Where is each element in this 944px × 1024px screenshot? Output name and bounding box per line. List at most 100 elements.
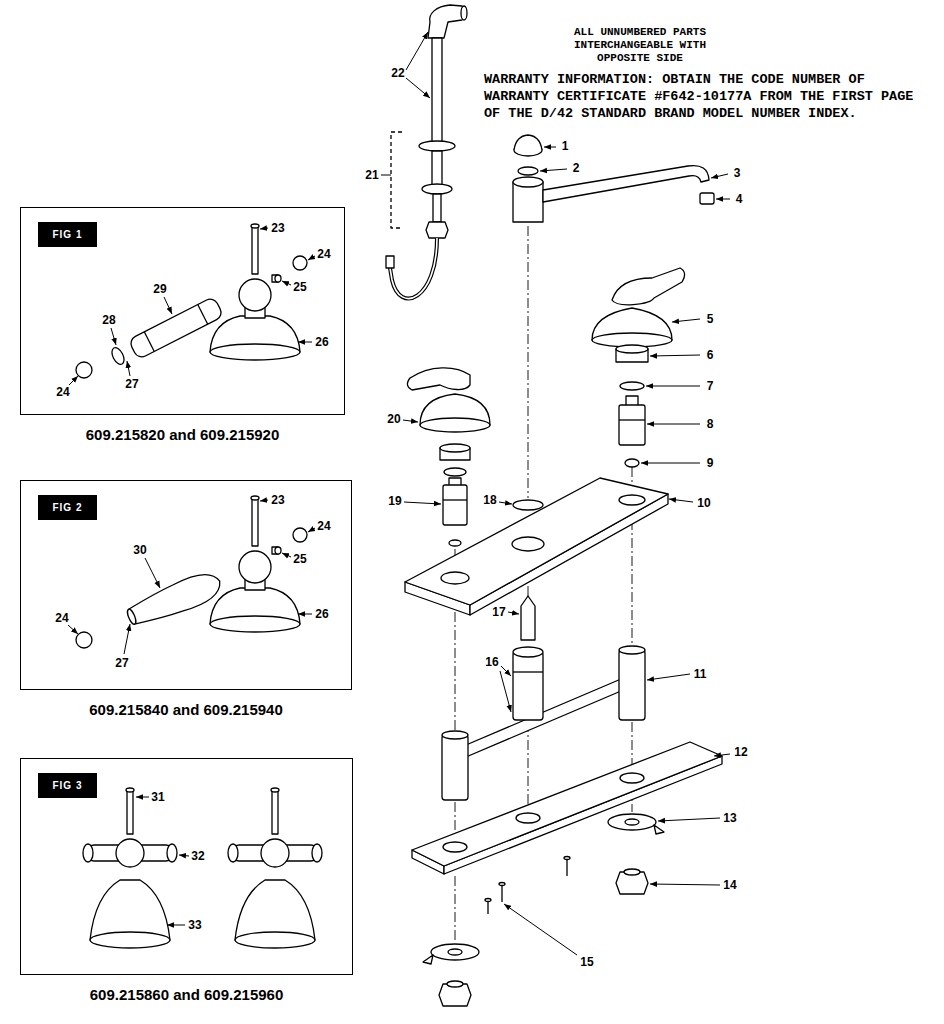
center-line <box>632 722 633 770</box>
callout-number: 24 <box>316 519 331 533</box>
spout <box>543 166 709 202</box>
valve-body <box>513 652 543 720</box>
base-plate <box>412 742 722 874</box>
figure-tab: FIG 2 <box>38 495 97 520</box>
leader-line <box>298 614 312 615</box>
sprayer <box>386 256 394 268</box>
callout-number: 2 <box>572 161 581 175</box>
o-ring <box>513 500 543 510</box>
gasket-nut <box>423 955 433 964</box>
model-caption: 609.215820 and 609.215920 <box>21 426 344 443</box>
sprayer <box>386 5 467 299</box>
callout-number: 16 <box>484 655 499 669</box>
callout-number: 20 <box>386 412 401 426</box>
callout-number: 24 <box>55 385 70 399</box>
handle-detail <box>144 332 154 352</box>
spout <box>513 135 714 222</box>
figure-tab: FIG 3 <box>38 773 97 798</box>
callout-number: 6 <box>706 348 715 362</box>
sprayer <box>419 141 455 151</box>
handle-assembly <box>612 268 685 305</box>
callout-number: 24 <box>54 611 69 625</box>
callout-number: 12 <box>733 745 748 759</box>
gasket-nut <box>654 825 664 834</box>
leader-line <box>508 612 519 614</box>
leader-line <box>179 855 189 856</box>
callout-number: 32 <box>190 849 205 863</box>
handle-detail <box>275 547 281 554</box>
deck-plate <box>405 478 668 615</box>
sprayer <box>432 151 442 185</box>
sprayer <box>426 222 448 238</box>
leader-line <box>669 499 693 502</box>
sprayer <box>390 238 437 299</box>
handle-detail <box>210 616 300 632</box>
handle-detail <box>76 362 92 378</box>
deck-plate <box>619 495 645 505</box>
leader-line <box>501 666 511 676</box>
lever-handle-detail <box>127 790 133 834</box>
callout-number: 1 <box>561 139 570 153</box>
lever-handle-detail <box>90 932 170 948</box>
figure-label: FIG 2 <box>52 502 82 513</box>
leader-line <box>711 174 728 178</box>
leader-line <box>167 925 185 926</box>
handle-assembly <box>449 540 461 546</box>
handle-assembly <box>625 459 639 467</box>
callout-number: 13 <box>722 811 737 825</box>
leader-line <box>260 228 268 229</box>
callout-number: 18 <box>482 493 497 507</box>
handle-assembly <box>620 382 644 390</box>
valve-body <box>513 671 543 672</box>
leader-line <box>260 500 268 501</box>
callout-number: 23 <box>270 221 285 235</box>
gasket-nut <box>624 869 640 875</box>
leader-line <box>282 281 291 285</box>
note-text: ALL UNNUMBERED PARTS INTERCHANGEABLE WIT… <box>565 26 715 66</box>
screw <box>485 899 491 902</box>
lever-handle-detail <box>126 788 134 792</box>
lever-handle-detail <box>83 844 93 862</box>
callout-number: 30 <box>132 543 147 557</box>
lever-handle-detail <box>167 844 177 862</box>
spout <box>514 135 542 150</box>
valve-body <box>442 735 468 800</box>
base-plate <box>443 842 467 852</box>
model-caption: 609.215860 and 609.215960 <box>21 986 352 1003</box>
leader-line <box>127 361 130 376</box>
deck-plate <box>405 478 668 605</box>
leader-line <box>124 624 130 654</box>
sprayer <box>433 194 441 222</box>
bracket <box>391 132 402 228</box>
deck-plate <box>512 537 544 551</box>
handle-assembly <box>443 499 467 500</box>
callout-number: 5 <box>706 312 715 326</box>
leader-line <box>308 256 315 260</box>
leader-line <box>136 797 149 798</box>
leader-line <box>499 502 512 504</box>
leader-line <box>308 528 315 532</box>
callout-number: 27 <box>114 656 129 670</box>
figure-frame: 609.215820 and 609.215920FIG 1 <box>20 207 345 415</box>
sprayer <box>432 38 442 142</box>
gasket-nut <box>431 944 479 960</box>
handle-assembly <box>407 368 470 390</box>
center-line <box>455 612 456 731</box>
handle-detail <box>126 567 225 630</box>
valve-body <box>619 650 645 720</box>
leader-line <box>282 553 291 557</box>
center-line <box>528 722 529 808</box>
figure-frame: 609.215860 and 609.215960FIG 3 <box>20 758 353 975</box>
warranty-text: WARRANTY INFORMATION: OBTAIN THE CODE NU… <box>484 72 929 123</box>
handle-detail <box>251 496 259 500</box>
center-line <box>528 226 529 498</box>
handle-assembly <box>592 268 685 467</box>
handle-detail <box>293 528 307 542</box>
spout <box>518 167 538 175</box>
leader-line <box>716 199 730 200</box>
figure-frame: 609.215840 and 609.215940FIG 2 <box>20 480 352 690</box>
screw <box>501 884 502 902</box>
model-caption: 609.215840 and 609.215940 <box>21 701 351 718</box>
callout-number: 14 <box>722 878 737 892</box>
screw <box>485 857 570 915</box>
